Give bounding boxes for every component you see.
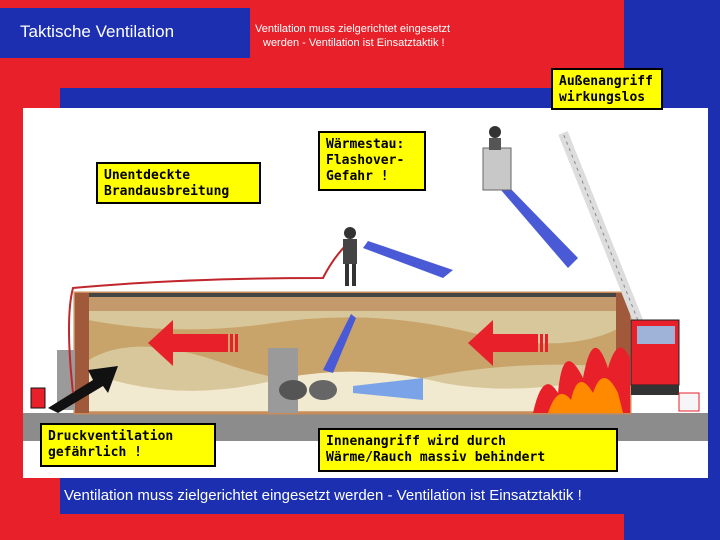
callout-brandausbreitung: Unentdeckte Brandausbreitung (96, 162, 261, 204)
slide-subtitle: Ventilation muss zielgerichtet eingesetz… (255, 22, 575, 50)
subtitle-line-2: werden - Ventilation ist Einsatztaktik ! (263, 37, 445, 49)
firefighter-interior-1 (279, 380, 307, 400)
arrow-left-2 (468, 320, 538, 366)
callout-innen-line-1: Innenangriff wird durch (326, 434, 507, 449)
fan-arrow (48, 366, 118, 413)
firefighter-basket (489, 126, 501, 138)
callout-druckventilation: Druckventilation gefährlich ! (40, 423, 216, 467)
subtitle-line-1: Ventilation muss zielgerichtet eingesetz… (255, 23, 451, 35)
callout-innenangriff: Innenangriff wird durch Wärme/Rauch mass… (318, 428, 618, 472)
footer-text: Ventilation muss zielgerichtet eingesetz… (64, 487, 582, 504)
callout-aussenangriff: Außenangriff wirkungslos (551, 68, 663, 110)
top-blue-band (60, 88, 624, 110)
roof-edge (75, 293, 630, 297)
firefighter-roof (344, 227, 356, 239)
callout-aussenangriff-line-2: wirkungslos (559, 90, 646, 105)
firefighter-interior-2 (309, 380, 337, 400)
callout-druck-line-2: gefährlich ! (48, 445, 142, 460)
callout-waermestau-line-3: Gefahr ! (326, 169, 389, 184)
roof-jet (363, 241, 453, 278)
interior-jet-2 (353, 378, 423, 400)
roof-structure (75, 293, 630, 311)
arrow-left-1 (148, 320, 228, 366)
hose (68, 242, 349, 394)
callout-brand-line-2: Brandausbreitung (104, 184, 230, 199)
interior-jet-1 (323, 314, 356, 373)
footer-band (60, 478, 688, 514)
callout-waermestau-line-1: Wärmestau: (326, 137, 405, 152)
callout-waermestau: Wärmestau: Flashover- Gefahr ! (318, 131, 426, 191)
callout-brand-line-1: Unentdeckte (104, 168, 191, 183)
callout-waermestau-line-2: Flashover- (326, 153, 405, 168)
fan (30, 387, 46, 409)
ladder-jet (501, 186, 578, 268)
left-wall (75, 293, 89, 413)
callout-aussenangriff-line-1: Außenangriff (559, 74, 653, 89)
callout-innen-line-2: Wärme/Rauch massiv behindert (326, 450, 546, 465)
slide-title: Taktische Ventilation (20, 22, 175, 41)
callout-druck-line-1: Druckventilation (48, 429, 174, 444)
title-panel (0, 8, 250, 58)
ladder-basket (482, 147, 512, 191)
